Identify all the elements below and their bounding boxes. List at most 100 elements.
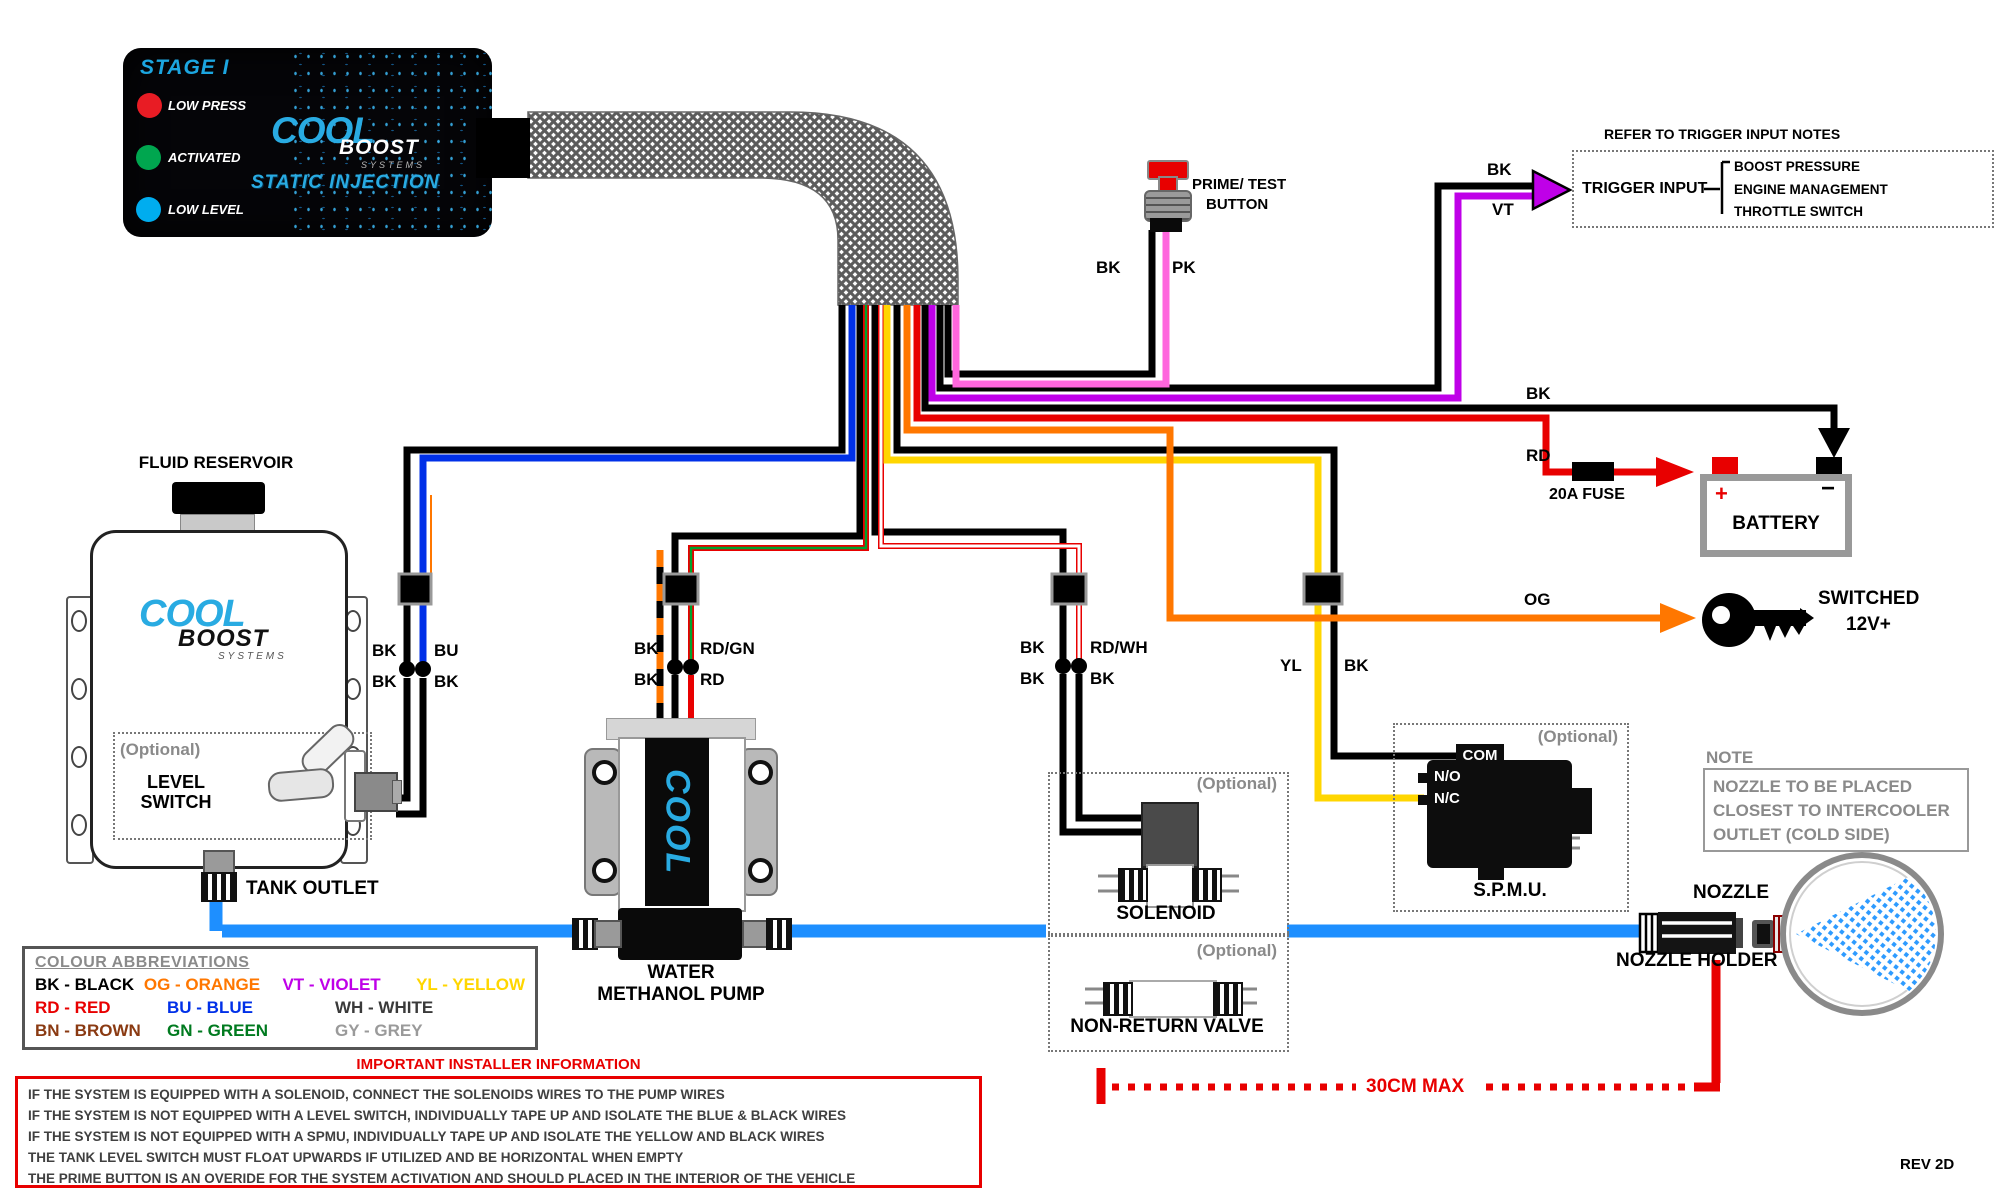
valve-fitting-left — [1103, 982, 1133, 1016]
solenoid-box — [1048, 772, 1289, 937]
wire-label: BK — [1487, 160, 1512, 179]
trigger-box — [1572, 150, 1994, 228]
wire-label: BK — [1344, 656, 1369, 675]
solenoid-fitting-right — [1192, 868, 1222, 902]
note-title: NOTE — [1706, 748, 1754, 767]
legend-entry: VT - VIOLET — [282, 975, 381, 994]
solenoid-coil — [1141, 802, 1199, 868]
battery-positive-wire — [913, 305, 1574, 476]
fuse-icon — [1572, 462, 1614, 481]
note-line: OUTLET (COLD SIDE) — [1713, 825, 1890, 844]
wire-label: BU — [434, 641, 459, 660]
note-line: NOZZLE TO BE PLACED — [1713, 777, 1912, 796]
reservoir-title: FLUID RESERVOIR — [138, 453, 294, 472]
pump-brand: COOL — [658, 768, 697, 876]
solenoid-label: SOLENOID — [1116, 903, 1216, 924]
switched-line1: SWITCHED — [1818, 588, 1920, 609]
fuse-label: 20A FUSE — [1549, 486, 1625, 503]
pump-fitting-left — [594, 920, 622, 948]
legend-entry: WH - WHITE — [335, 998, 434, 1017]
battery-label: BATTERY — [1732, 513, 1820, 534]
spmu-tab — [1478, 866, 1504, 880]
trigger-items: BOOST PRESSURE ENGINE MANAGEMENT THROTTLE … — [1734, 156, 1888, 224]
wire-label: BK — [1526, 384, 1551, 403]
battery-plus: + — [1715, 481, 1728, 506]
level-switch-line2: SWITCH — [140, 792, 212, 812]
reservoir-brand-systems: SYSTEMS — [218, 651, 287, 662]
wire-label: BK — [372, 641, 397, 660]
wire-label: BK — [1090, 669, 1115, 688]
prime-button-base — [1150, 218, 1182, 232]
legend-entry: GN - GREEN — [167, 1021, 269, 1040]
low-press-led — [137, 93, 162, 118]
solenoid-optional: (Optional) — [1196, 774, 1277, 793]
installer-line: THE TANK LEVEL SWITCH MUST FLOAT UPWARDS… — [28, 1150, 684, 1165]
wire-label: BK — [634, 670, 659, 689]
prime-button-label2: BUTTON — [1206, 196, 1269, 213]
controller-speckle-art — [289, 48, 492, 237]
trigger-item: THROTTLE SWITCH — [1734, 204, 1863, 219]
battery-negative-wire — [921, 305, 1838, 430]
spray-magnifier — [1780, 852, 1944, 1016]
level-switch-line1: LEVEL — [146, 772, 205, 792]
activated-led — [136, 145, 161, 170]
trigger-item: ENGINE MANAGEMENT — [1734, 181, 1888, 197]
activated-label: ACTIVATED — [168, 150, 241, 165]
spmu-no-label: N/O — [1434, 768, 1461, 785]
spmu-nc-label: N/C — [1434, 790, 1460, 807]
installer-line: THE PRIME BUTTON IS AN OVERIDE FOR THE S… — [28, 1171, 856, 1186]
wire-label: VT — [1492, 200, 1514, 219]
reservoir-brand-cool: COOL — [139, 593, 246, 635]
tank-outlet-nut — [201, 872, 237, 902]
wire-label: RD/GN — [700, 639, 755, 658]
wire-label: BK — [372, 672, 397, 691]
trigger-bracket — [1704, 160, 1730, 214]
valve-box — [1048, 933, 1289, 1052]
level-switch-optional: (Optional) — [120, 740, 201, 759]
legend-entry: BN - BROWN — [35, 1021, 141, 1040]
wire-label: BK — [1096, 258, 1121, 277]
reservoir-brand-boost: BOOST — [178, 625, 269, 652]
valve-optional: (Optional) — [1196, 941, 1277, 960]
trigger-note-title: REFER TO TRIGGER INPUT NOTES — [1604, 126, 1841, 142]
wire-label: RD — [1526, 446, 1551, 465]
wire-label: RD — [700, 670, 725, 689]
revision-label: REV 2D — [1900, 1156, 1955, 1173]
legend-title: COLOUR ABBREVIATIONS — [35, 954, 250, 971]
prime-wires — [944, 230, 1170, 388]
prime-button-body — [1144, 190, 1192, 222]
wire-label: BK — [434, 672, 459, 691]
controller-unit: STAGE I LOW PRESS ACTIVATED LOW LEVEL CO… — [123, 48, 492, 237]
legend-entry: GY - GREY — [335, 1021, 423, 1040]
pump-label-line1: WATER — [647, 962, 715, 983]
spmu-label: S.P.M.U. — [1473, 880, 1547, 901]
trigger-item: BOOST PRESSURE — [1734, 159, 1861, 174]
brand-boost: BOOST — [339, 136, 419, 159]
controller-connector — [476, 118, 530, 178]
stage-label: STAGE I — [140, 56, 230, 79]
legend-entry: OG - ORANGE — [143, 975, 261, 994]
brand-systems: SYSTEMS — [361, 160, 426, 170]
trigger-wires — [928, 168, 1573, 402]
valve-fitting-right — [1213, 982, 1243, 1016]
nozzle-label: NOZZLE — [1693, 882, 1769, 903]
switched-wire — [903, 305, 1660, 622]
float-body — [266, 767, 336, 803]
nozzle-holder-label: NOZZLE HOLDER — [1616, 950, 1778, 971]
low-level-label: LOW LEVEL — [168, 202, 244, 217]
spmu-com-tab: COM — [1456, 744, 1504, 768]
wire-loom — [527, 111, 959, 306]
battery: + − BATTERY — [1700, 474, 1852, 557]
switched-line2: 12V+ — [1846, 614, 1891, 635]
battery-neg-terminal — [1816, 457, 1842, 475]
wire-label: RD/WH — [1090, 638, 1148, 657]
installer-line: IF THE SYSTEM IS NOT EQUIPPED WITH A SPM… — [28, 1129, 825, 1144]
key-icon — [1702, 593, 1814, 647]
pump-wires — [656, 305, 869, 720]
spmu-box — [1393, 723, 1629, 912]
solenoid-fitting-left — [1118, 868, 1148, 902]
low-press-label: LOW PRESS — [168, 98, 247, 113]
wire-label: BK — [634, 639, 659, 658]
solenoid-valve-body — [1146, 864, 1194, 908]
